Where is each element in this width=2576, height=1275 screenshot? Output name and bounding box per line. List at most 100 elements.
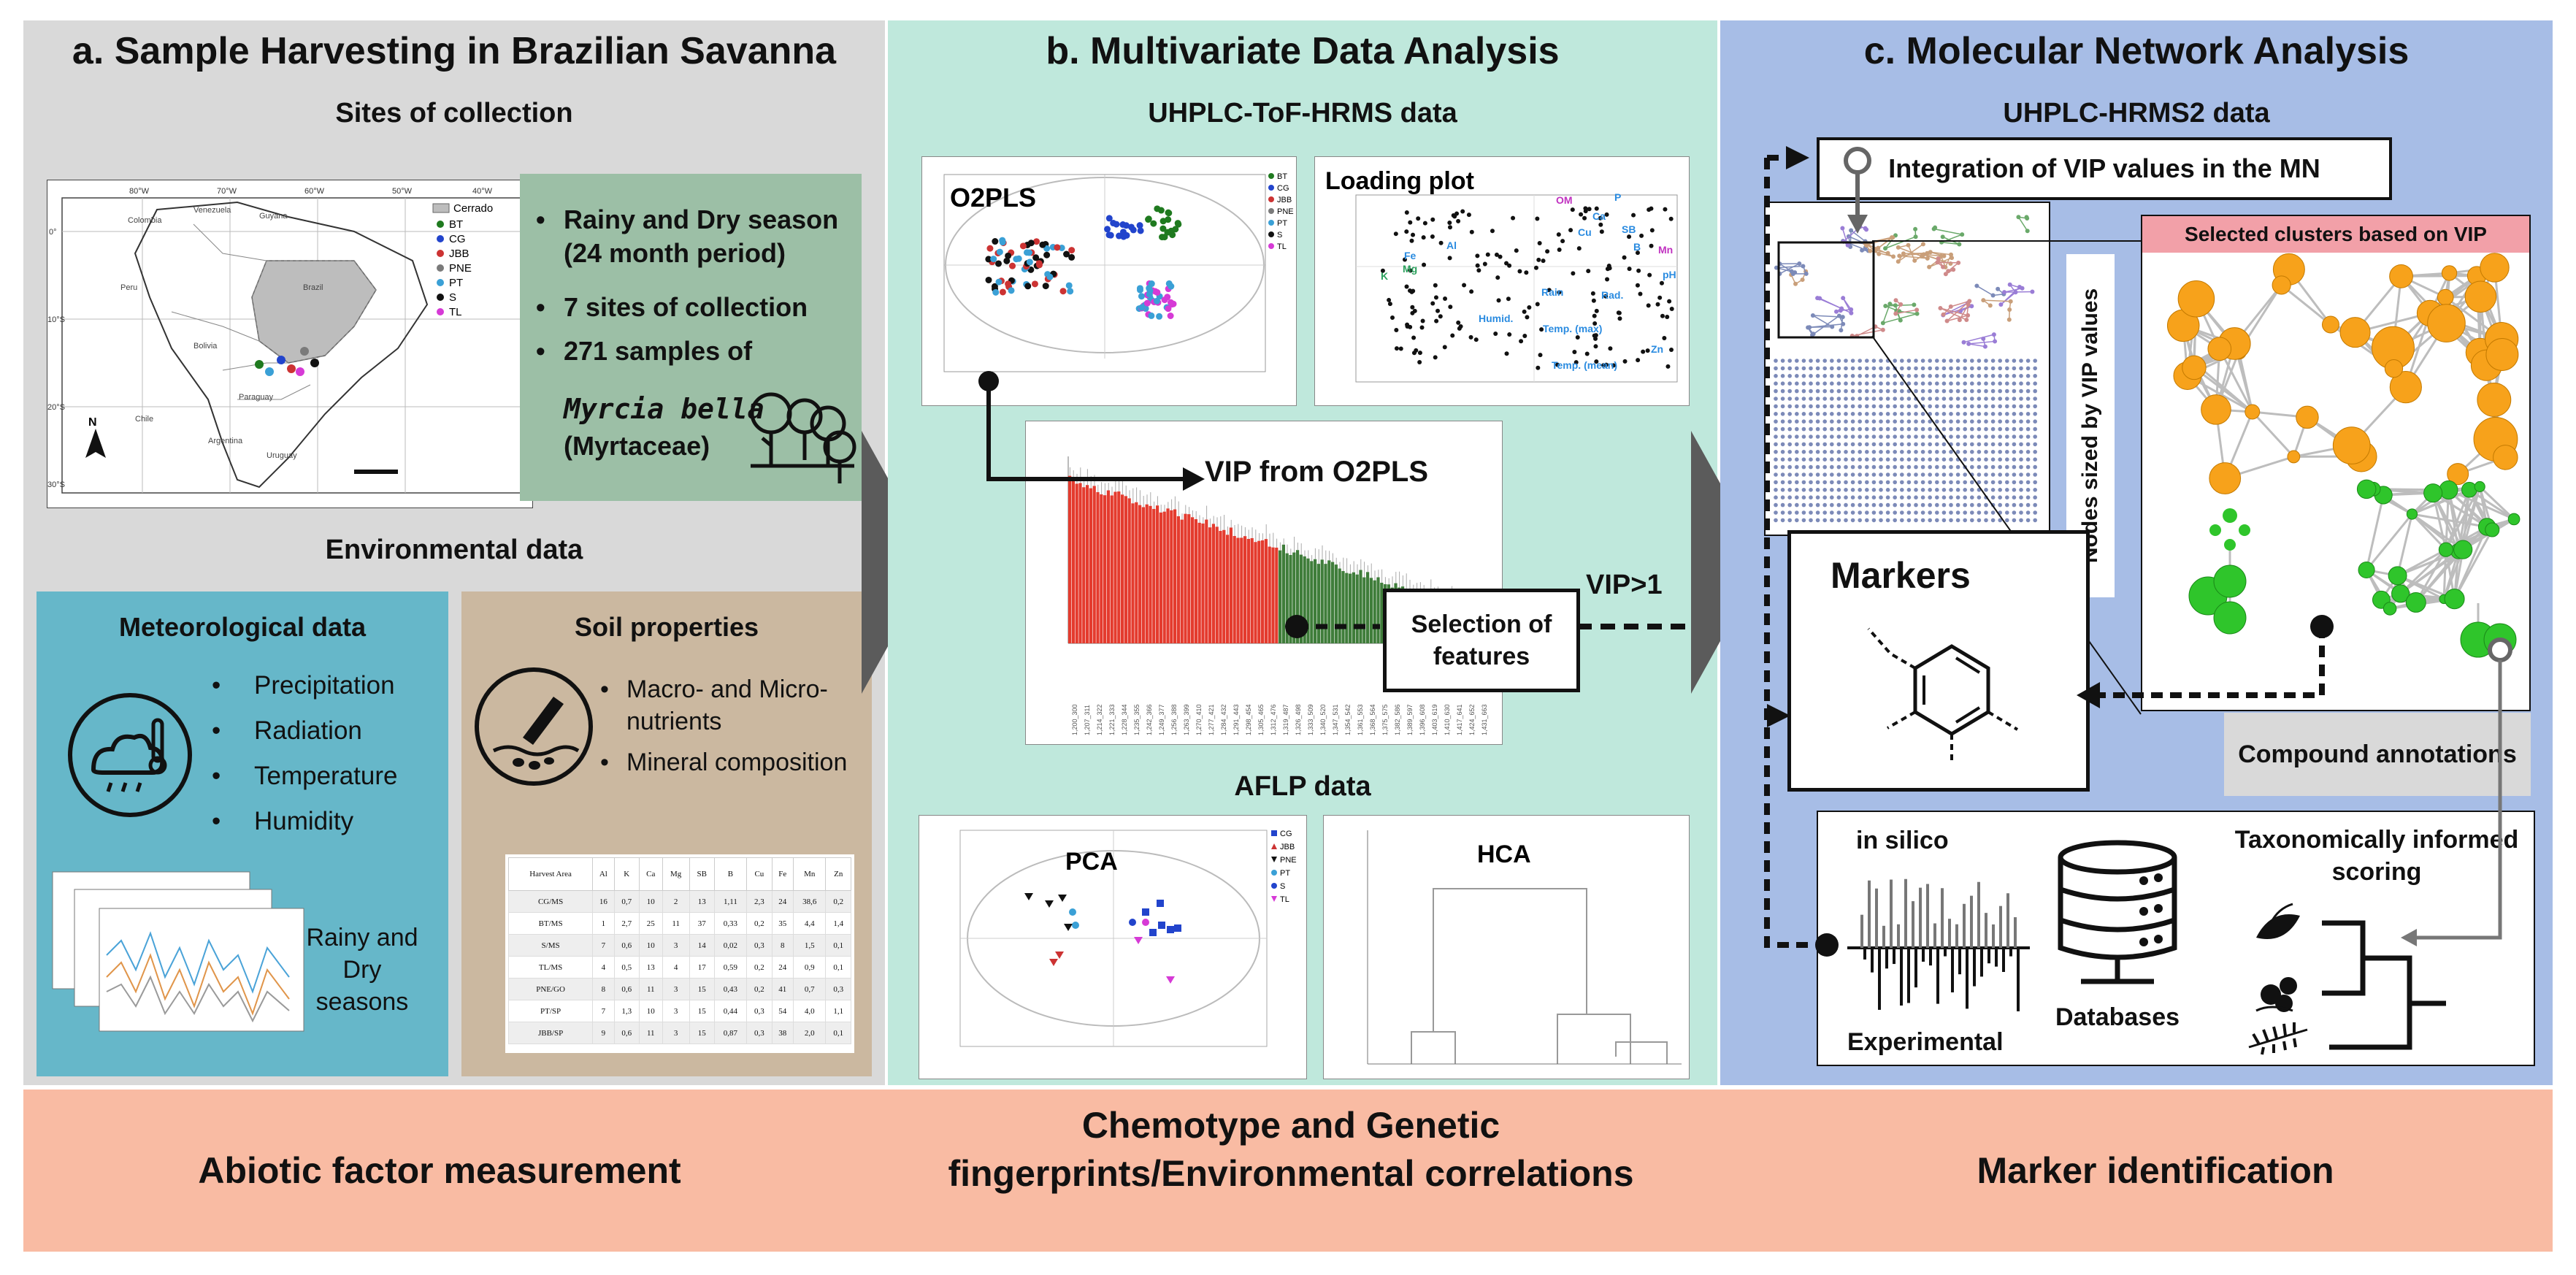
singleton-node [2025, 464, 2031, 470]
singleton-node [1920, 472, 1925, 477]
pca-scores [1024, 893, 1181, 984]
singleton-node [1949, 457, 1953, 462]
singleton-node [1836, 366, 1841, 371]
singleton-node [1941, 404, 1947, 409]
loading-point [1494, 252, 1499, 257]
vip-bar [1355, 574, 1359, 643]
singleton-node [2012, 434, 2017, 439]
singleton-node [1990, 495, 1996, 499]
selection-of-features-box[interactable]: Selection of features [1383, 589, 1580, 692]
singleton-node [1990, 419, 1996, 424]
svg-text:1,403_619: 1,403_619 [1431, 704, 1438, 735]
o2pls-plot: O2PLS BT CG JBB PNE PT S TL [921, 156, 1297, 406]
vip-bar [1141, 507, 1145, 643]
singleton-node [1941, 480, 1947, 485]
loading-point [1592, 321, 1598, 326]
singleton-node [1955, 510, 1960, 515]
singleton-node [2033, 442, 2037, 447]
loading-point [1667, 299, 1672, 304]
singleton-node [1893, 518, 1897, 523]
loading-point [1605, 277, 1610, 282]
singleton-node [1780, 426, 1785, 432]
loading-point [1430, 217, 1435, 222]
singleton-node [1850, 426, 1855, 432]
singleton-node [1865, 510, 1869, 515]
singleton-node [2005, 510, 2009, 515]
singleton-node [1774, 374, 1778, 378]
soil-title: Soil properties [574, 612, 759, 642]
singleton-node [1963, 472, 1967, 477]
singleton-node [2012, 464, 2017, 470]
singleton-node [1955, 495, 1960, 499]
loading-point [1390, 315, 1395, 321]
singleton-node [1780, 366, 1785, 371]
svg-text:1,347_531: 1,347_531 [1332, 704, 1339, 735]
network-node [1931, 226, 1936, 231]
o2pls-point [1153, 297, 1160, 305]
singleton-node [1809, 381, 1813, 386]
loading-point [1460, 209, 1465, 214]
singleton-node [1858, 457, 1862, 462]
network-node [1913, 226, 1918, 231]
singleton-node [1780, 434, 1785, 439]
network-node [2007, 307, 2012, 312]
clusters-header: Selected clusters based on VIP [2142, 216, 2529, 253]
cluster-node-orange [2427, 304, 2466, 342]
singleton-node [1906, 502, 1912, 508]
loading-point [1592, 333, 1597, 338]
loading-point [1536, 257, 1541, 262]
loading-point [1498, 254, 1503, 259]
loading-point [1451, 212, 1456, 218]
loading-point [1611, 363, 1616, 368]
network-node [1981, 336, 1986, 341]
svg-text:Fe: Fe [1404, 250, 1417, 261]
svg-text:1,256_388: 1,256_388 [1170, 704, 1178, 735]
singleton-node [1906, 518, 1912, 523]
vip-bar [1285, 553, 1289, 643]
singleton-node [1984, 388, 1988, 394]
singleton-node [1774, 480, 1778, 485]
vip-bar [1078, 483, 1082, 643]
singleton-node [1801, 412, 1806, 416]
meteo-radiation: •Radiation [212, 716, 362, 745]
singleton-node [1822, 388, 1827, 394]
singleton-node [1795, 518, 1799, 523]
cluster-node-orange [2201, 394, 2231, 425]
singleton-node [1844, 388, 1848, 394]
singleton-node [1850, 488, 1855, 492]
singleton-node [1970, 381, 1974, 386]
svg-text:1,312_476: 1,312_476 [1270, 704, 1277, 735]
network-node [1941, 312, 1946, 317]
singleton-node [1963, 480, 1967, 485]
o2pls-point [1009, 262, 1016, 269]
singleton-node [1949, 374, 1953, 378]
loading-point [1649, 243, 1654, 248]
singleton-node [1914, 412, 1918, 416]
vip-bar [1166, 508, 1170, 643]
singleton-node [1774, 495, 1778, 499]
singleton-node [1885, 480, 1890, 485]
svg-text:JBB: JBB [1280, 843, 1295, 851]
singleton-node [1801, 495, 1806, 499]
singleton-node [1920, 518, 1925, 523]
singleton-node [1801, 381, 1806, 386]
singleton-node [1998, 502, 2002, 508]
network-node [1797, 261, 1802, 267]
singleton-node [2019, 518, 2023, 523]
singleton-node [1977, 450, 1982, 454]
singleton-node [1928, 488, 1932, 492]
singleton-node [1879, 381, 1883, 386]
loading-title: Loading plot [1325, 167, 1474, 195]
singleton-node [1935, 457, 1939, 462]
singleton-node [1977, 464, 1982, 470]
soil-table-cell: 24 [771, 956, 794, 979]
vip-bar [1184, 513, 1187, 643]
singleton-node [1970, 457, 1974, 462]
singleton-node [1858, 359, 1862, 363]
singleton-node [1844, 397, 1848, 401]
vip-bar [1121, 494, 1124, 643]
singleton-node [1787, 510, 1792, 515]
cluster-node-orange [2480, 253, 2510, 283]
singleton-node [1822, 419, 1827, 424]
